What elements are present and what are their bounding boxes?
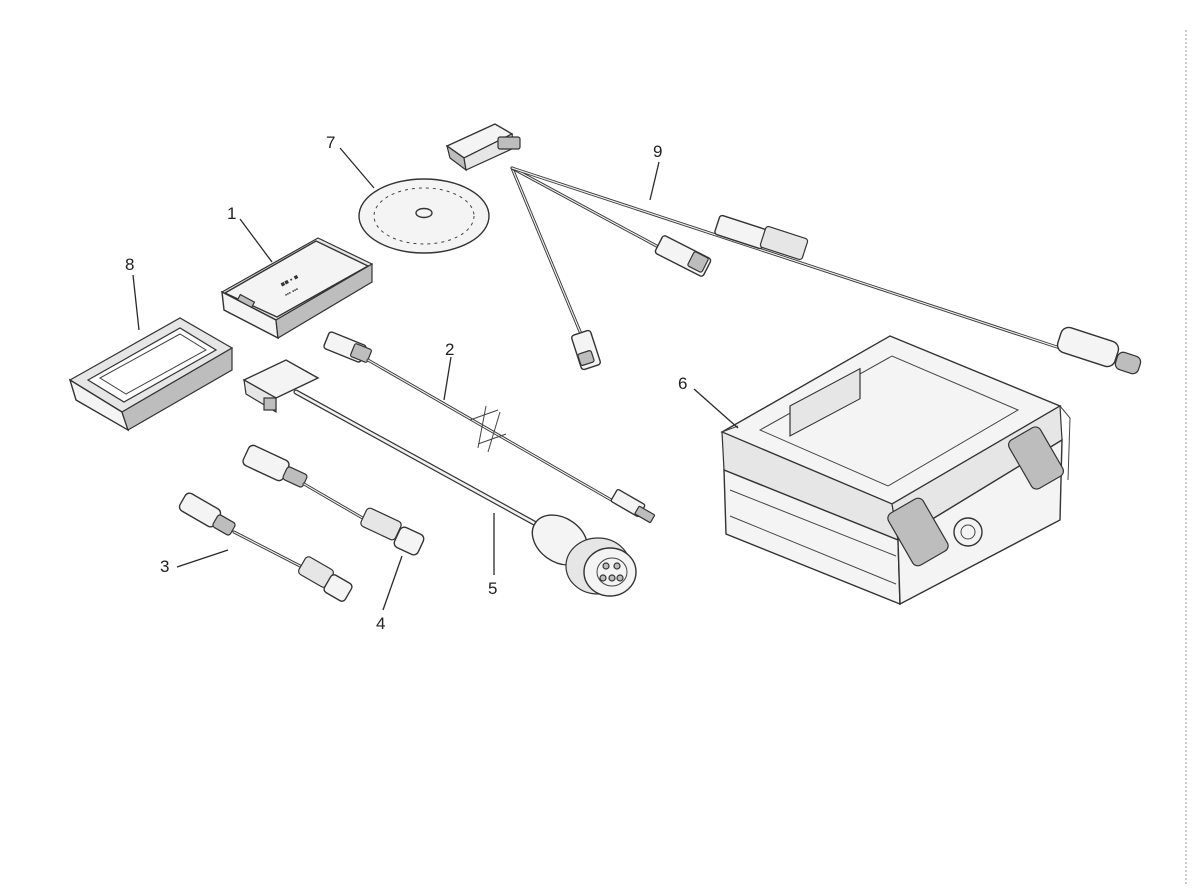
leader-9 bbox=[649, 161, 660, 201]
part-4-lead-cable bbox=[242, 444, 425, 556]
leader-8 bbox=[132, 274, 140, 331]
callout-4: 4 bbox=[376, 614, 385, 633]
part-6-carrying-case bbox=[720, 335, 1071, 606]
leader-lines bbox=[132, 147, 739, 611]
callout-2: 2 bbox=[445, 340, 454, 359]
part-2-adapter-cable bbox=[323, 331, 656, 524]
leader-2 bbox=[443, 356, 452, 401]
leader-7 bbox=[339, 147, 375, 189]
callout-8: 8 bbox=[125, 255, 134, 274]
callout-7: 7 bbox=[326, 133, 335, 152]
leader-6 bbox=[693, 388, 739, 429]
callout-3: 3 bbox=[160, 557, 169, 576]
leader-3 bbox=[176, 549, 229, 568]
callout-labels: 1 2 3 4 5 6 7 8 9 bbox=[125, 133, 687, 633]
part-7-disc bbox=[358, 178, 490, 254]
leader-4 bbox=[382, 555, 403, 611]
part-8-sleeve bbox=[68, 317, 234, 432]
callout-9: 9 bbox=[653, 142, 662, 161]
part-5-diagnostic-cable bbox=[242, 359, 637, 597]
part-3-short-lead bbox=[178, 492, 353, 602]
part-1-interface-module: ■■ ▪ ■ ▪▪▪ ▪▪▪ bbox=[220, 237, 374, 340]
callout-6: 6 bbox=[678, 374, 687, 393]
part-9-harness bbox=[445, 123, 1142, 375]
callout-5: 5 bbox=[488, 579, 497, 598]
leader-1 bbox=[239, 218, 273, 263]
callout-1: 1 bbox=[227, 204, 236, 223]
